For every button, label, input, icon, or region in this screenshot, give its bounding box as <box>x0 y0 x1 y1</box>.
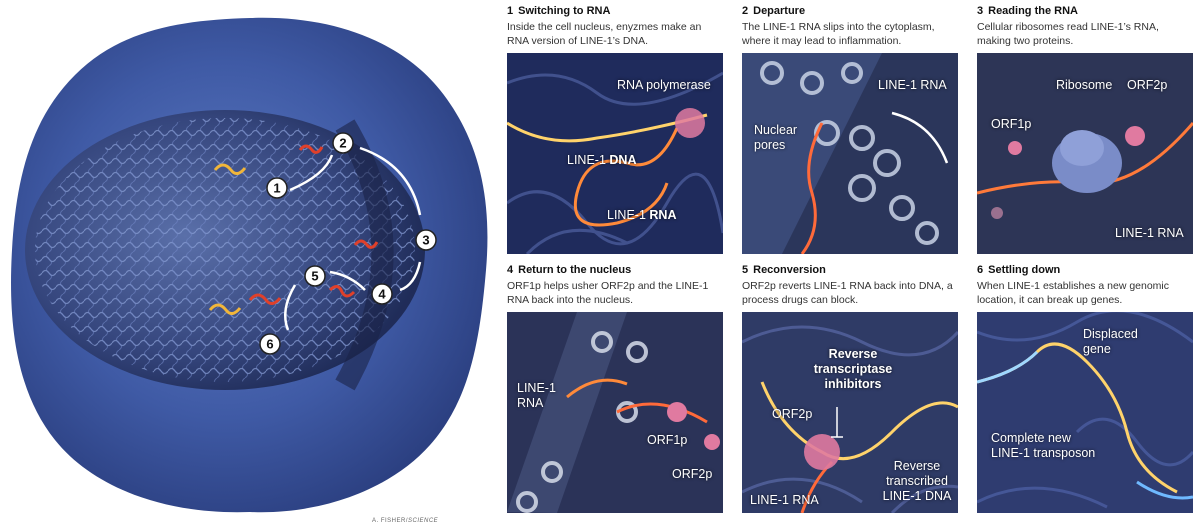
panel-image <box>977 312 1193 513</box>
label-orf2p: ORF2p <box>772 407 813 421</box>
label-line1-rna: LINE-1 RNA <box>1115 226 1184 240</box>
chromatin-texture <box>35 118 415 382</box>
label-orf2p: ORF2p <box>672 467 713 481</box>
label-line1-rna: LINE-1 RNA <box>607 208 677 222</box>
panel-description: Inside the cell nucleus, enyzmes make an… <box>507 21 702 47</box>
panel-description: The LINE-1 RNA slips into the cytoplasm,… <box>742 21 935 47</box>
panel-description: ORF2p reverts LINE-1 RNA back into DNA, … <box>742 280 953 306</box>
step-marker-3: 3 <box>415 229 437 251</box>
label-orf1p: ORF1p <box>991 117 1032 131</box>
label-line1-rna: LINE-1 RNA <box>878 78 947 92</box>
step-marker-4: 4 <box>371 283 393 305</box>
panel-image <box>742 312 958 513</box>
step-marker-2: 2 <box>332 132 354 154</box>
label-line1-rna: LINE-1 RNA <box>750 493 819 507</box>
panel-description: When LINE-1 establishes a new genomic lo… <box>977 280 1170 306</box>
step-marker-6: 6 <box>259 333 281 355</box>
panel-image <box>507 53 723 254</box>
panel-description: Cellular ribosomes read LINE-1’s RNA, ma… <box>977 21 1159 47</box>
label-ribosome: Ribosome <box>1056 78 1113 92</box>
step-marker-1: 1 <box>266 177 288 199</box>
panel-description: ORF1p helps usher ORF2p and the LINE-1 R… <box>507 280 709 306</box>
credit-line: A. FISHER/SCIENCE <box>372 518 439 524</box>
label-line1-dna: LINE-1 DNA <box>567 153 637 167</box>
svg-text:1: 1 <box>273 181 280 196</box>
cell-illustration: 1 2 3 4 5 6 <box>11 17 488 513</box>
svg-text:2: 2 <box>339 136 346 151</box>
label-rna-polymerase: RNA polymerase <box>617 78 711 92</box>
panel-image <box>977 53 1193 254</box>
panel-image <box>742 53 958 254</box>
svg-text:4: 4 <box>378 287 386 302</box>
nuclear-envelope-cut <box>335 119 394 391</box>
label-orf1p: ORF1p <box>647 433 688 447</box>
step-marker-5: 5 <box>304 265 326 287</box>
svg-text:6: 6 <box>266 337 273 352</box>
svg-text:5: 5 <box>311 269 318 284</box>
panel-image <box>507 312 723 513</box>
label-orf2p: ORF2p <box>1127 78 1168 92</box>
svg-text:3: 3 <box>422 233 429 248</box>
